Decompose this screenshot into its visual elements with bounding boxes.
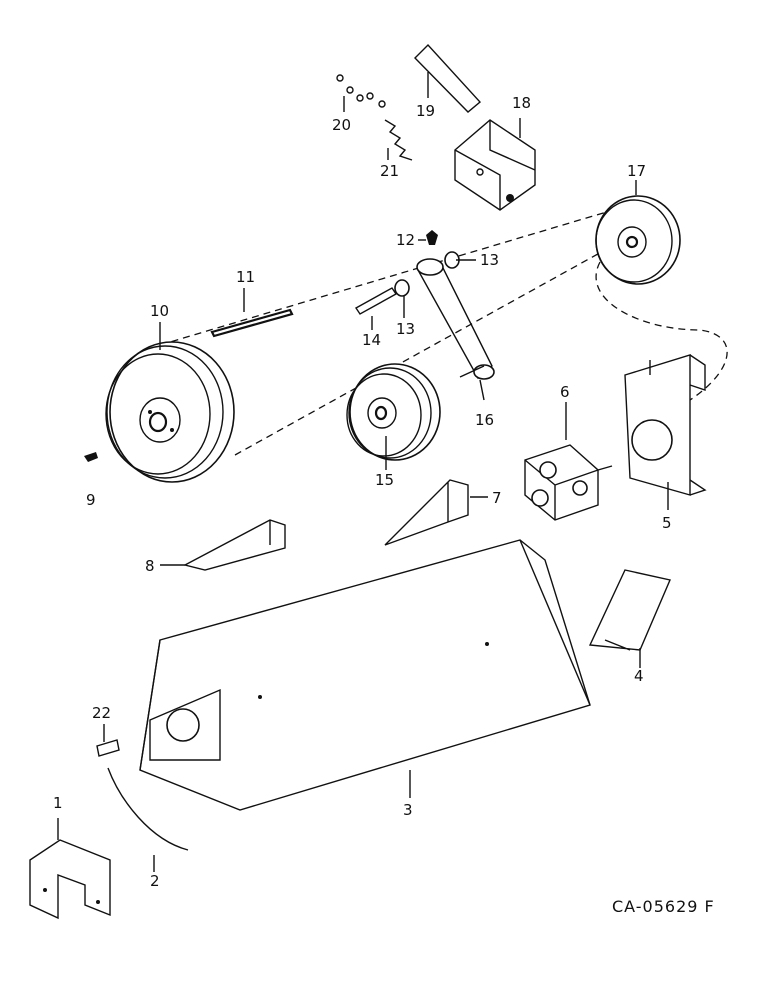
drive-belt: [159, 204, 728, 456]
callout-20: 20: [332, 116, 351, 134]
drive-pulley: [595, 195, 681, 285]
callout-1: 1: [53, 794, 63, 812]
callout-14: 14: [362, 331, 381, 349]
bracket-8: [183, 519, 286, 571]
callout-2: 2: [150, 872, 160, 890]
callout-6: 6: [560, 383, 570, 401]
shaft-14: [354, 287, 398, 315]
chain-20: [336, 74, 386, 108]
spacer-13a: [394, 279, 410, 297]
grease-fitting-12: [426, 230, 438, 245]
mount-plate: [624, 354, 707, 496]
clip-22: [96, 739, 120, 757]
callout-13a: 13: [480, 251, 499, 269]
drawing-code: CA-05629 F: [612, 897, 715, 916]
bracket-4: [588, 569, 671, 651]
bracket-7: [384, 479, 469, 546]
callout-4: 4: [634, 667, 644, 685]
callout-3: 3: [403, 801, 413, 819]
large-pulley: [105, 341, 235, 483]
bar-19: [414, 43, 482, 113]
callout-13b: 13: [396, 320, 415, 338]
callout-labels: 1 2 3 4 5 6 7 8 9 10 11 12 13 13 14 15 1…: [53, 94, 672, 890]
callout-21: 21: [380, 162, 399, 180]
spring-21: [384, 119, 413, 161]
guard-1: [29, 839, 111, 920]
callout-18: 18: [512, 94, 531, 112]
pin-9: [84, 452, 98, 462]
callout-17: 17: [627, 162, 646, 180]
callout-10: 10: [150, 302, 169, 320]
callout-16: 16: [475, 411, 494, 429]
leader-lines: [57, 72, 669, 872]
valve-block: [524, 444, 613, 521]
mount-bracket: [454, 119, 536, 211]
callout-9: 9: [86, 491, 96, 509]
callout-5: 5: [662, 514, 672, 532]
callout-8: 8: [145, 557, 155, 575]
key-11: [210, 308, 294, 338]
belt-shield: [139, 539, 591, 811]
callout-7: 7: [492, 489, 502, 507]
idler-arm: [416, 258, 495, 380]
callout-22: 22: [92, 704, 111, 722]
idler-pulley: [346, 363, 441, 461]
callout-19: 19: [416, 102, 435, 120]
callout-12: 12: [396, 231, 415, 249]
callout-11: 11: [236, 268, 255, 286]
callout-15: 15: [375, 471, 394, 489]
strap-2: [107, 767, 189, 851]
